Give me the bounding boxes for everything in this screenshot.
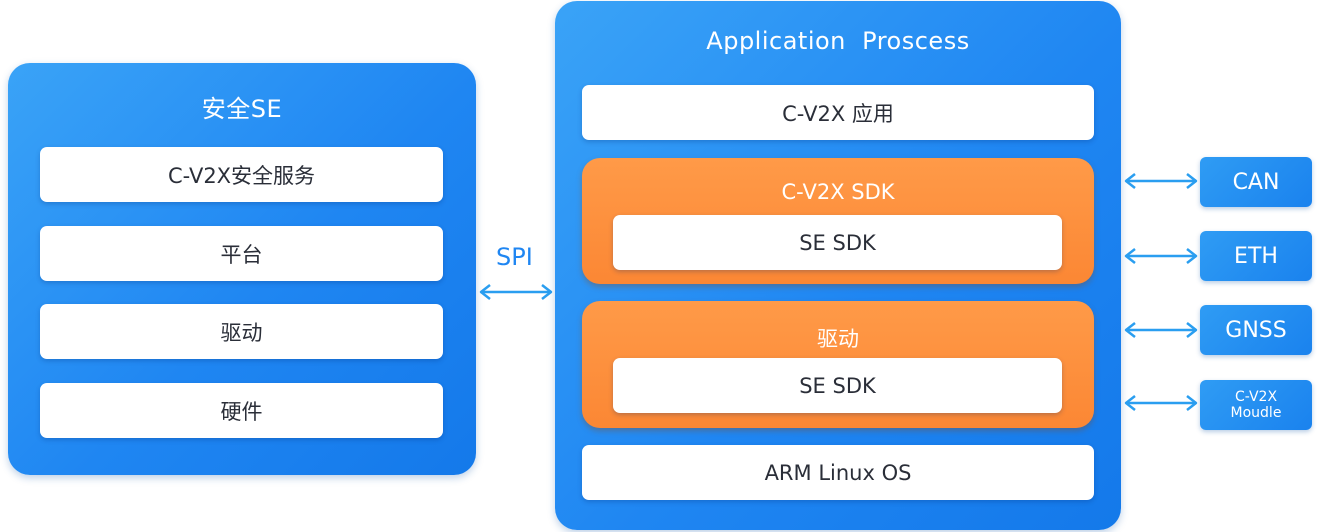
cv2x-sdk-title: C-V2X SDK <box>781 180 895 204</box>
cv2x-module-double-arrow <box>1124 395 1198 411</box>
application-process-panel: Application Proscess C-V2X 应用 C-V2X SDK … <box>555 1 1121 530</box>
hardware-box: 硬件 <box>40 383 443 438</box>
driver-group: 驱动 SE SDK <box>582 301 1094 428</box>
can-interface-box: CAN <box>1200 157 1312 207</box>
can-label: CAN <box>1232 169 1280 195</box>
spi-double-arrow <box>479 284 553 300</box>
cv2x-application-box: C-V2X 应用 <box>582 85 1094 140</box>
cv2x-module-label-line1: C-V2X <box>1234 389 1278 405</box>
secure-element-title: 安全SE <box>201 95 283 123</box>
se-sdk-box: SE SDK <box>613 215 1062 270</box>
eth-double-arrow <box>1124 248 1198 264</box>
cv2x-sdk-group: C-V2X SDK SE SDK <box>582 158 1094 284</box>
application-process-title: Application Proscess <box>706 27 970 55</box>
cv2x-security-service-box: C-V2X安全服务 <box>40 147 443 202</box>
eth-interface-box: ETH <box>1200 231 1312 281</box>
eth-label: ETH <box>1234 243 1278 269</box>
gnss-interface-box: GNSS <box>1200 305 1312 355</box>
secure-element-panel: 安全SE C-V2X安全服务 平台 驱动 硬件 <box>8 63 476 475</box>
platform-box: 平台 <box>40 226 443 281</box>
can-double-arrow <box>1124 173 1198 189</box>
driver-group-title: 驱动 <box>817 327 859 351</box>
driver-box: 驱动 <box>40 304 443 359</box>
cv2x-module-label-line2: Moudle <box>1230 405 1282 421</box>
arm-linux-os-box: ARM Linux OS <box>582 445 1094 500</box>
spi-label: SPI <box>496 243 533 271</box>
gnss-double-arrow <box>1124 322 1198 338</box>
gnss-label: GNSS <box>1225 317 1287 343</box>
driver-se-sdk-box: SE SDK <box>613 358 1062 413</box>
cv2x-module-interface-box: C-V2X Moudle <box>1200 380 1312 430</box>
